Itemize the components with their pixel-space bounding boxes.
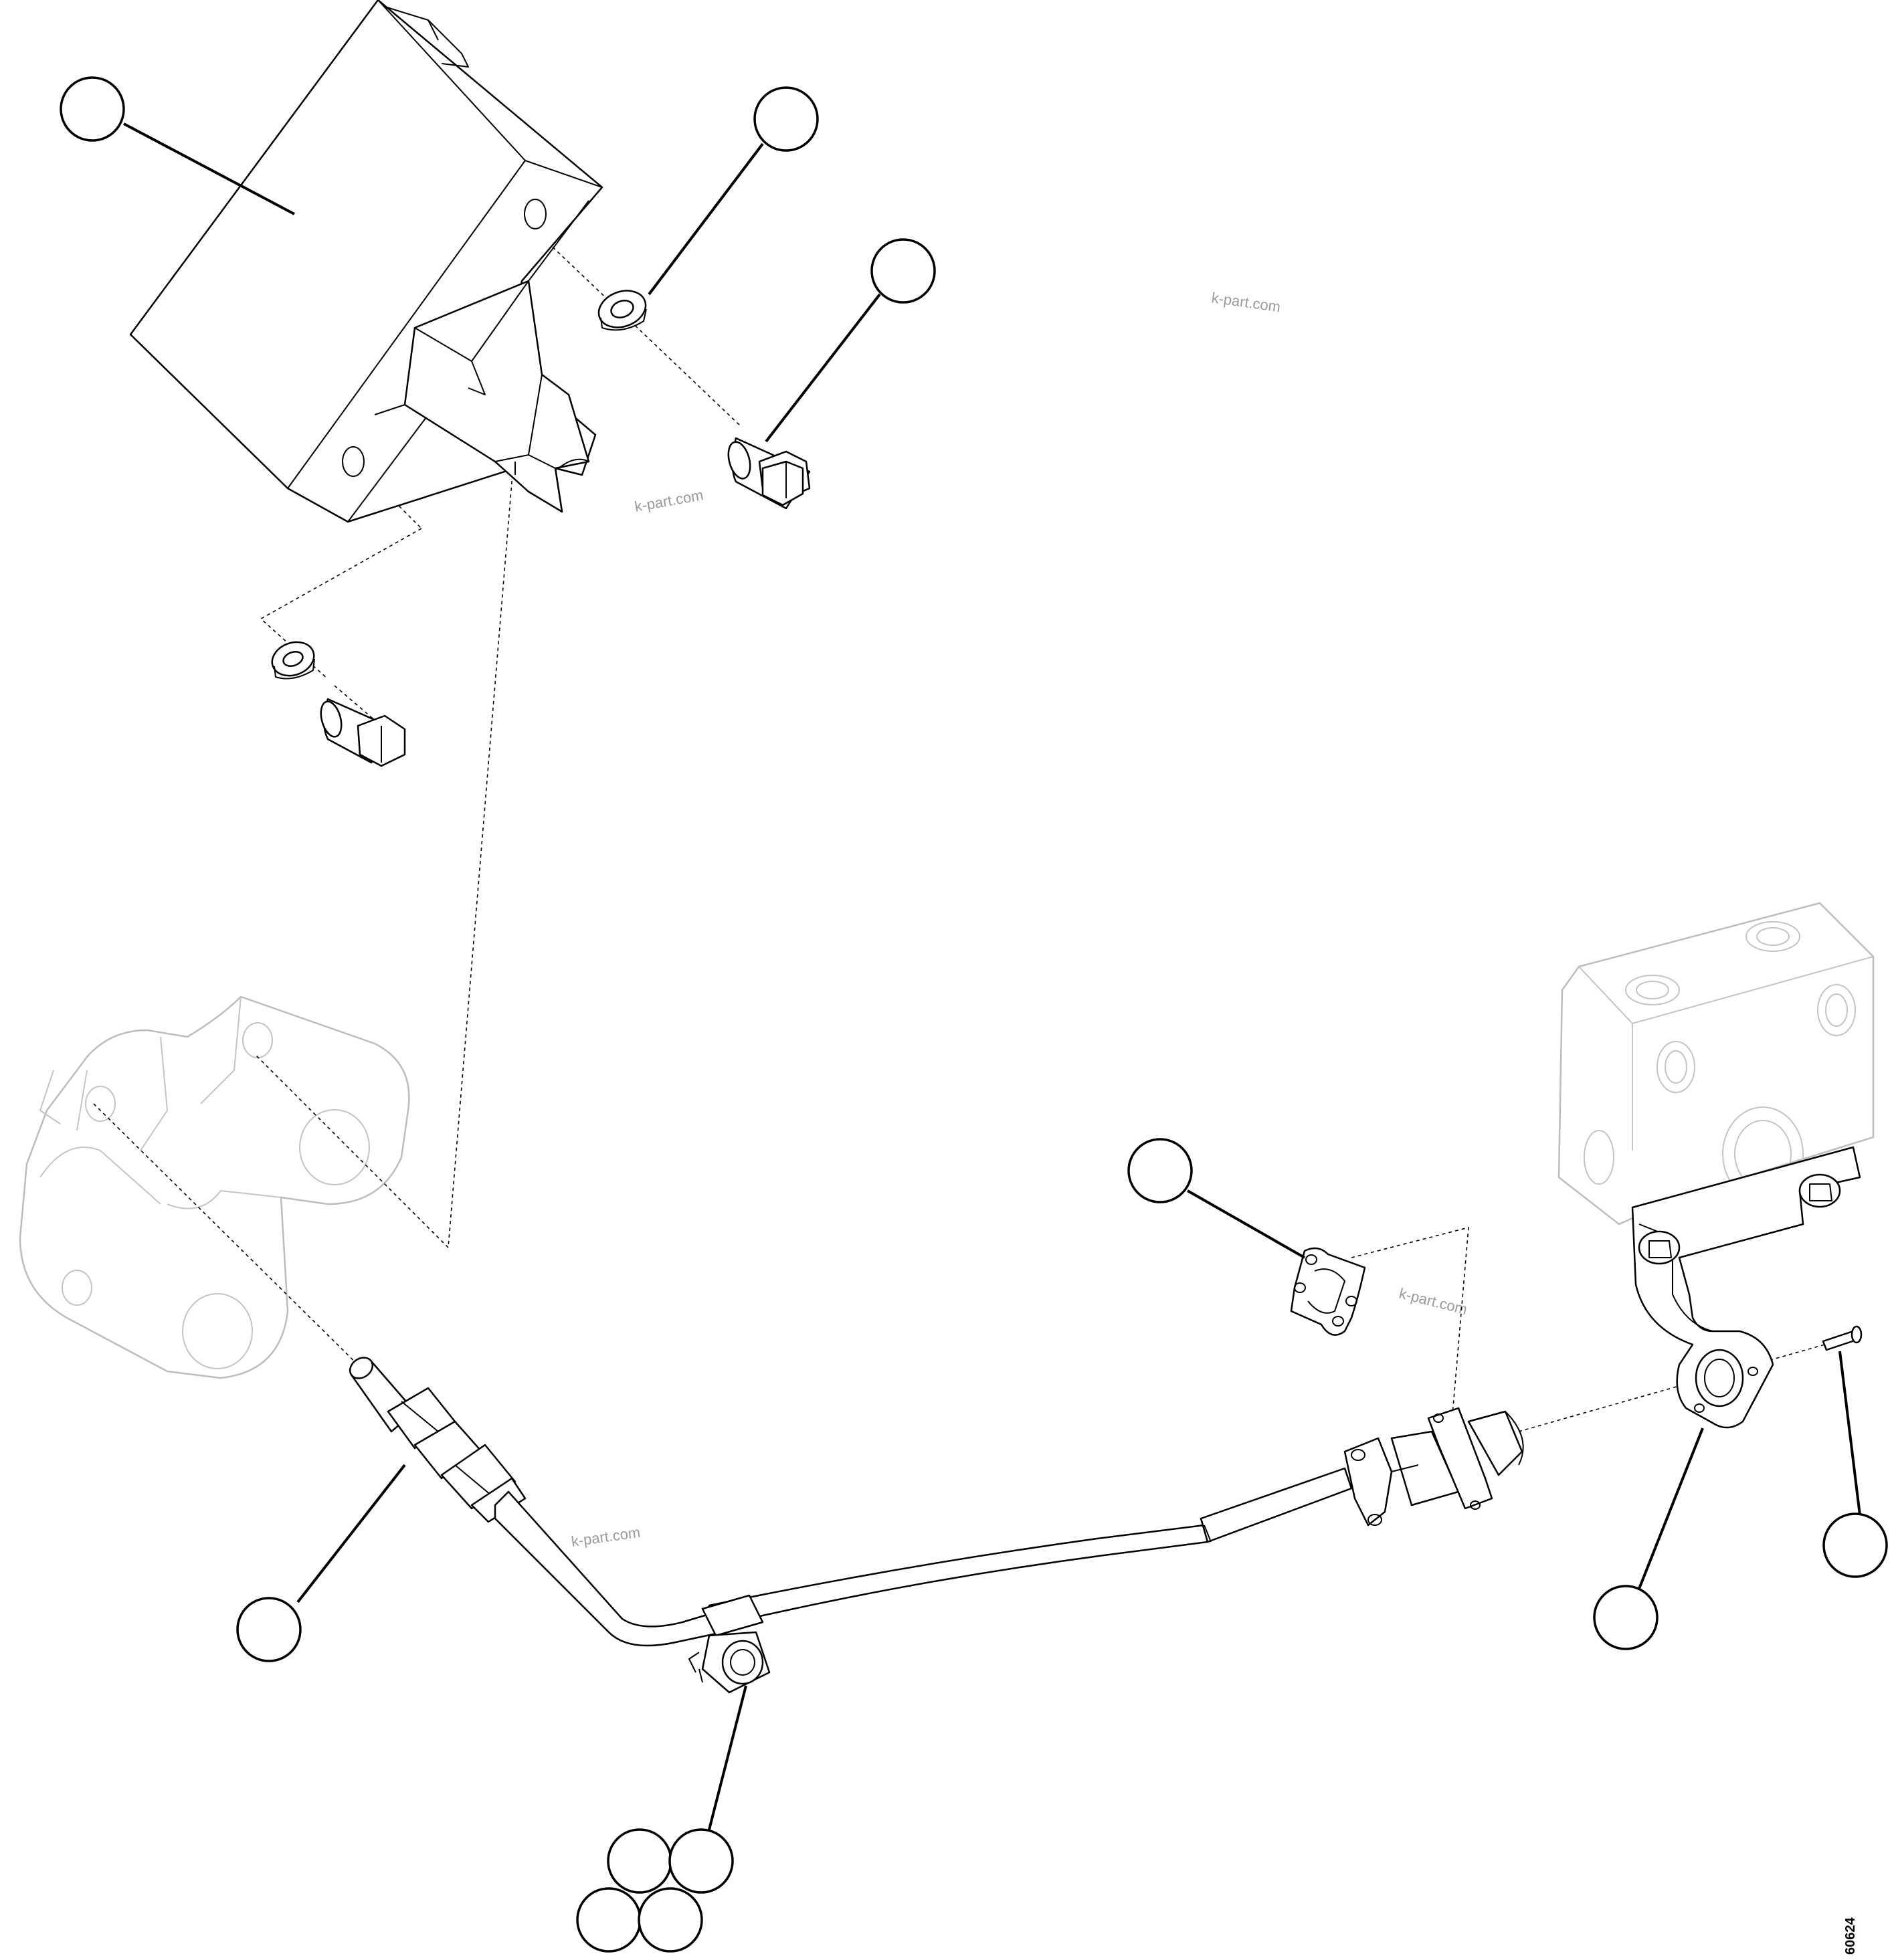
pin bbox=[1822, 1325, 1863, 1351]
callout-clamp-3 bbox=[576, 1887, 642, 1953]
watermark-2: k-part.com bbox=[634, 486, 705, 515]
callout-l-bracket bbox=[1593, 1585, 1659, 1650]
lock-washer-upper bbox=[597, 290, 647, 331]
callout-clip-plate bbox=[1127, 1138, 1193, 1203]
callout-sensor bbox=[236, 1597, 302, 1662]
ghost-valve-block bbox=[1557, 902, 1875, 1226]
mount-bracket bbox=[129, 0, 603, 523]
assembly-centerlines bbox=[93, 223, 1837, 1462]
hex-bolt-upper bbox=[727, 437, 811, 510]
l-bracket bbox=[1631, 1146, 1861, 1429]
cable-clamp bbox=[688, 1594, 771, 1694]
cable-connector bbox=[1343, 1407, 1524, 1527]
callout-leaders bbox=[123, 122, 1861, 1830]
watermark-4: k-part.com bbox=[570, 1524, 641, 1550]
watermark-3: k-part.com bbox=[1398, 1285, 1469, 1318]
lock-washer-lower bbox=[271, 641, 315, 680]
sensor-fitting bbox=[349, 1357, 527, 1523]
callout-clamp-4 bbox=[638, 1887, 703, 1953]
ghost-frame-bracket bbox=[19, 995, 410, 1379]
sensor-cable bbox=[494, 1467, 1353, 1647]
watermark-1: k-part.com bbox=[1210, 289, 1281, 315]
callout-hex-bolt bbox=[870, 238, 936, 304]
callout-clamp-1 bbox=[607, 1828, 672, 1894]
hex-bolt-lower bbox=[320, 698, 406, 767]
callout-lock-washer bbox=[753, 86, 819, 152]
callout-pin bbox=[1822, 1512, 1888, 1578]
drawing-code: 60624 bbox=[1843, 1917, 1858, 1955]
callout-clamp-2 bbox=[668, 1828, 734, 1894]
clip-plate bbox=[1290, 1247, 1366, 1336]
callout-mount-bracket bbox=[60, 76, 125, 142]
